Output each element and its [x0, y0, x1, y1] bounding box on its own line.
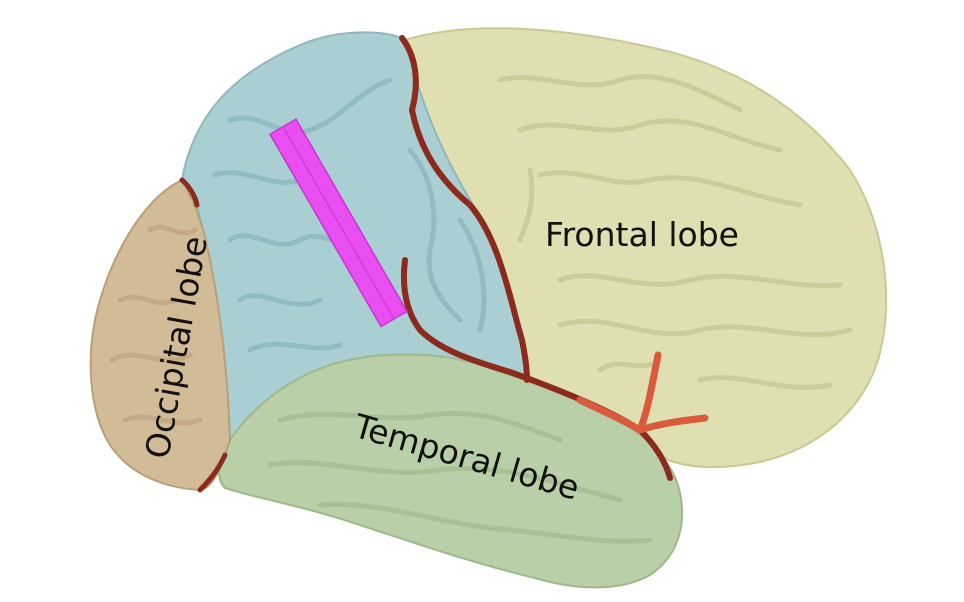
occipital-gyri	[109, 224, 203, 426]
central-sulcus	[399, 35, 530, 383]
lateral-fissure	[400, 257, 673, 481]
temporal-gyri	[267, 410, 653, 544]
frontal-gyri	[497, 74, 853, 390]
occipital-boundary-sulcus	[179, 177, 228, 493]
lateral-fissure-branches	[576, 351, 709, 434]
frontal-lobe-label: Frontal lobe	[545, 215, 739, 254]
magenta-marker	[268, 118, 409, 328]
occipital-lobe	[89, 178, 232, 492]
parietal-gyri	[212, 77, 487, 353]
